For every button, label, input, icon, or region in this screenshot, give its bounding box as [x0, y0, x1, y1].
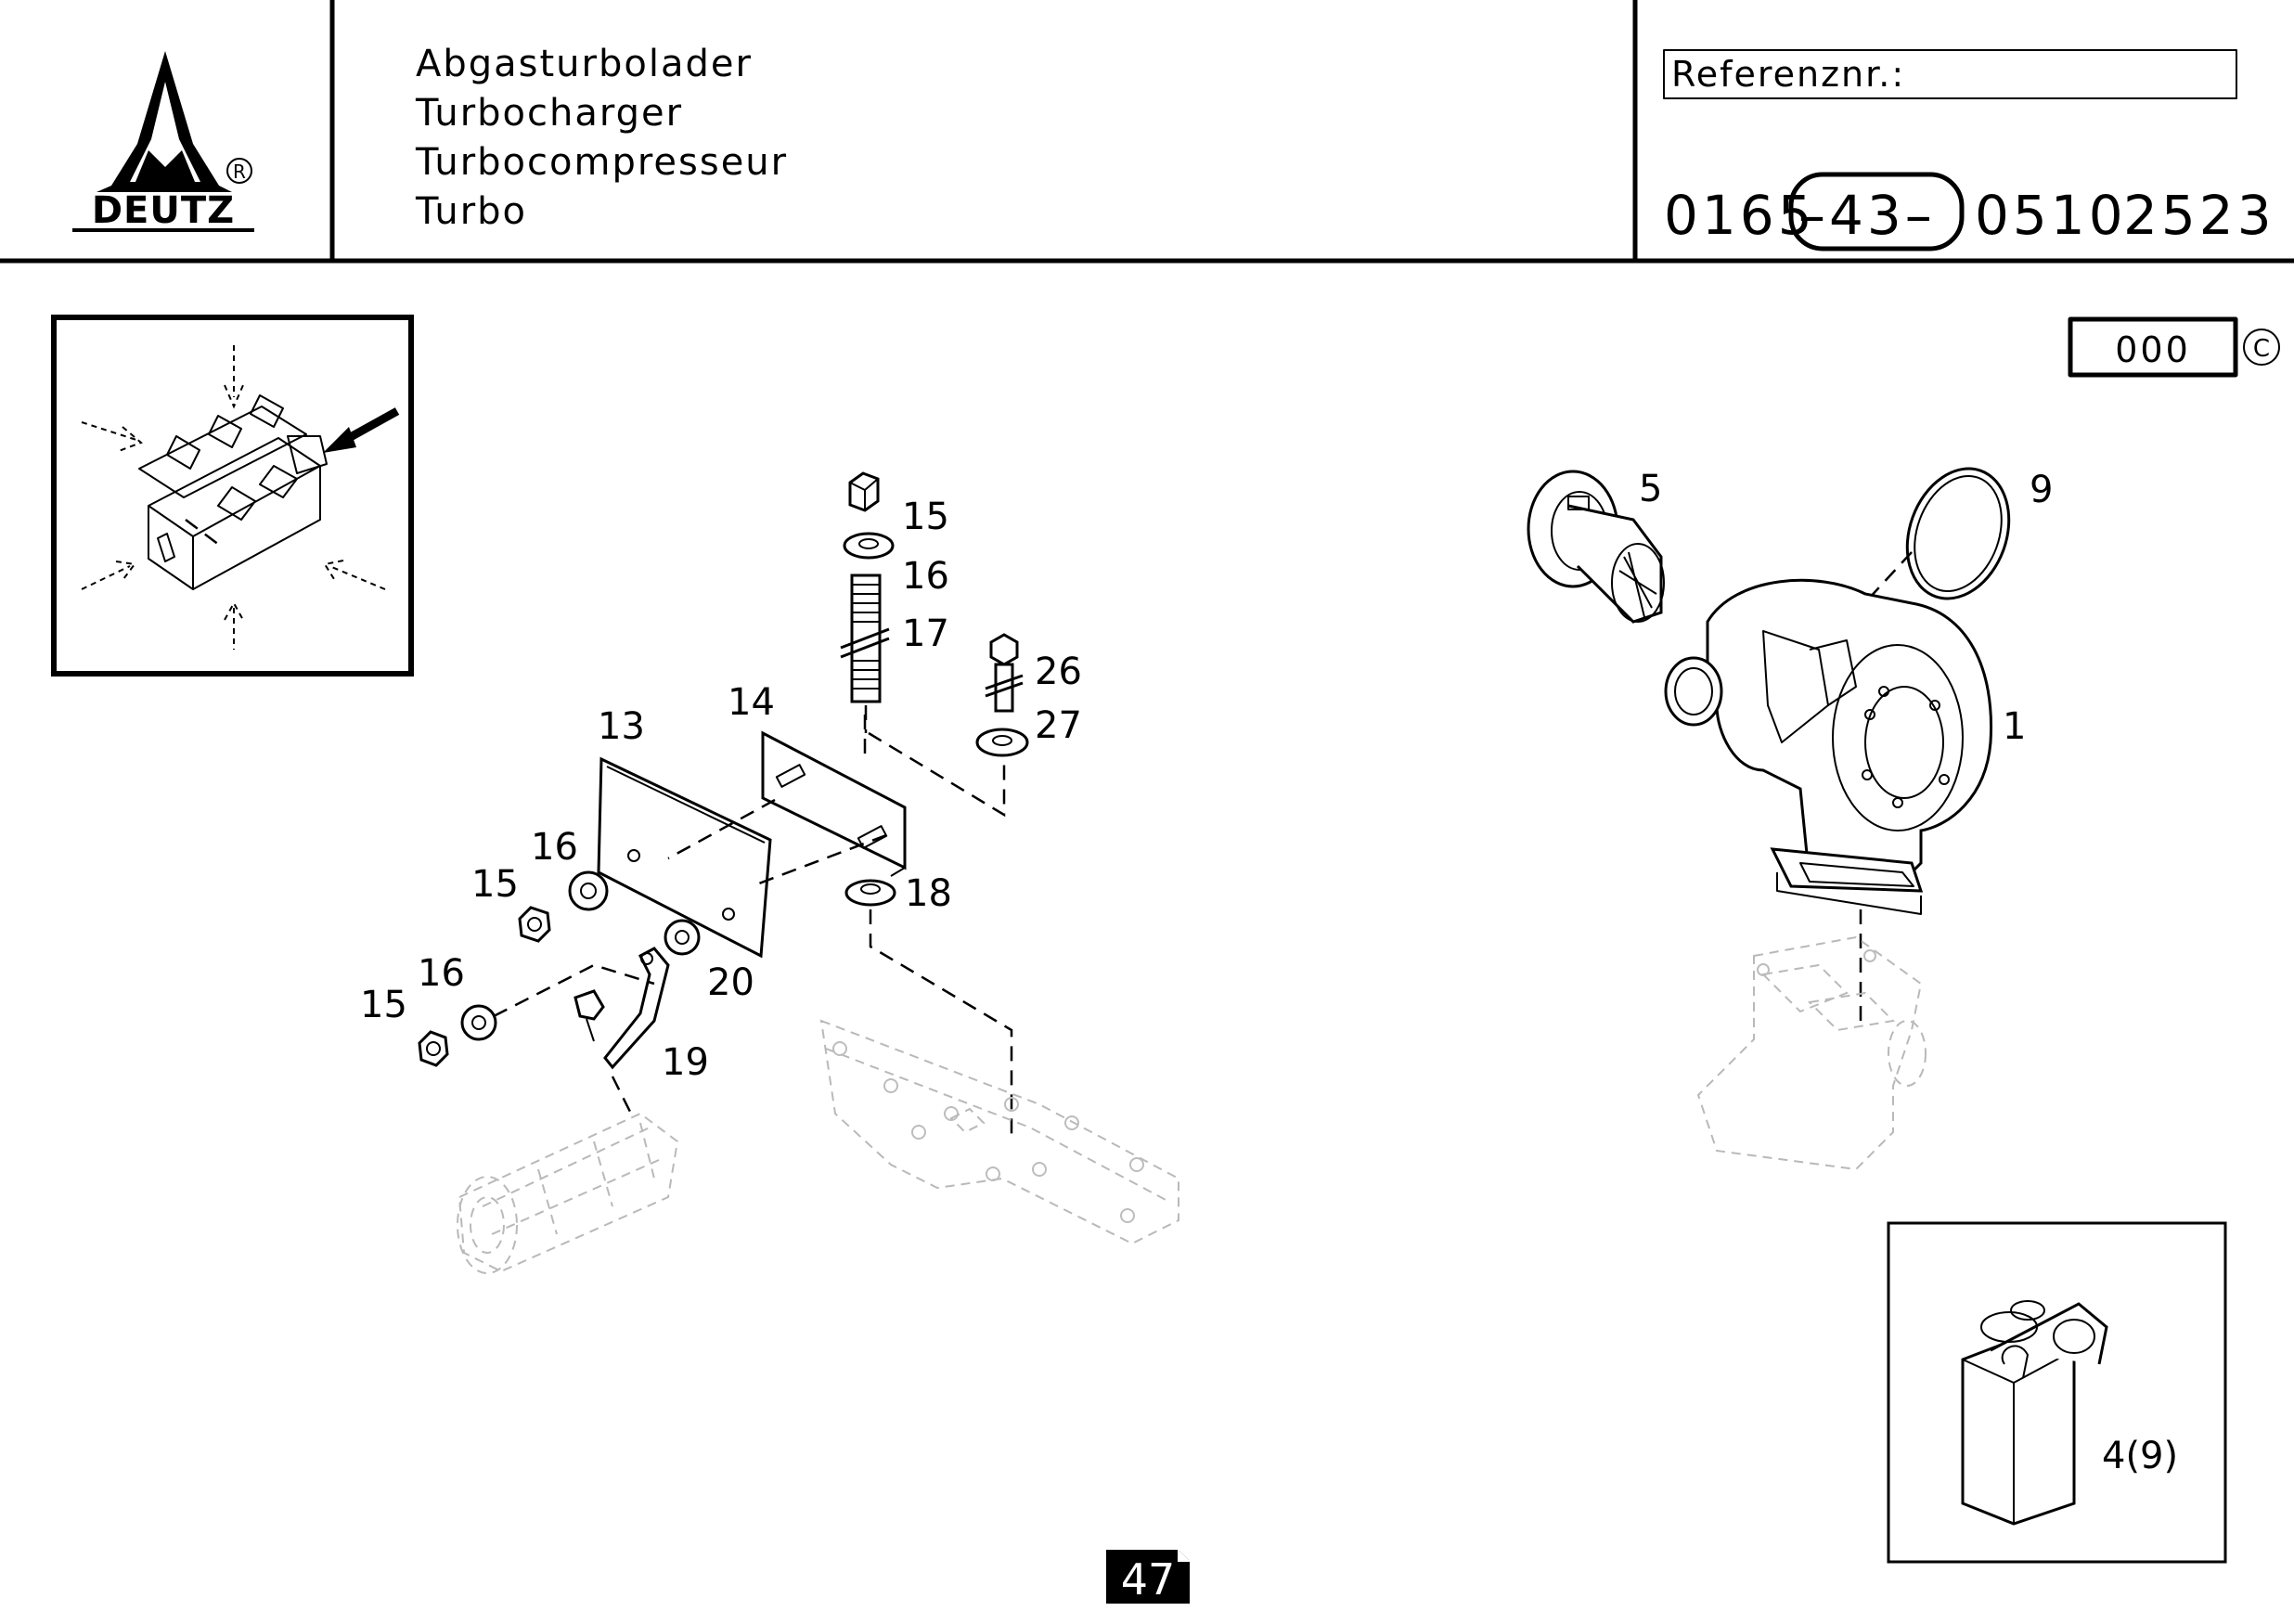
variant-box: 000 C [2068, 316, 2280, 378]
ghost-manifold-flange [819, 1019, 1179, 1245]
ref-part-3: 0510 [1975, 184, 2127, 247]
page-number-badge: 47 [1106, 1550, 1190, 1605]
callout-4-9: 4(9) [2102, 1435, 2178, 1477]
part-18-washer [844, 879, 896, 907]
reference-label: Referenznr.: [1671, 54, 1905, 95]
title-de: Abgasturbolader [416, 43, 753, 85]
part-16-washer-top [843, 532, 895, 560]
callout-15-middle: 15 [471, 863, 519, 906]
callout-5: 5 [1639, 468, 1662, 510]
callout-14: 14 [728, 681, 775, 724]
ref-part-4: 2523 [2123, 184, 2275, 247]
variant-code: 000 [2115, 329, 2191, 370]
part-20-washer [664, 919, 701, 956]
registered-mark: R [233, 161, 246, 183]
callout-16-middle: 16 [531, 826, 578, 869]
part-19-bracket [574, 947, 670, 1070]
callout-27: 27 [1035, 704, 1082, 747]
heat-shield-assembly [418, 471, 1179, 1274]
callout-16-top: 16 [902, 555, 949, 598]
gasket-kit-inset [1887, 1221, 2227, 1564]
part-16-washer-lower [460, 1004, 497, 1041]
ref-part-2: –43– [1798, 184, 1936, 247]
engine-block-icon [138, 394, 328, 590]
part-9-o-ring [1905, 467, 2011, 600]
title-en: Turbocharger [415, 92, 683, 135]
part-26-bolt [985, 633, 1024, 713]
callout-26: 26 [1035, 651, 1082, 693]
part-15-nut-lower [418, 1030, 449, 1067]
turbocharger-assembly [1527, 467, 2011, 1171]
part-15-nut-middle [518, 906, 551, 943]
title-block: Abgasturbolader Turbocharger Turbocompre… [415, 43, 788, 233]
gasket-kit-box-icon [1961, 1300, 2108, 1526]
callout-9: 9 [2030, 469, 2053, 511]
reference-block: Referenznr.: 0165 –43– 0510 2523 [1663, 49, 2275, 251]
ref-highlight-oval [1788, 172, 1965, 251]
part-1-turbocharger [1664, 578, 1993, 915]
header [0, 0, 2294, 264]
ghost-exhaust-manifold [457, 1112, 679, 1274]
engine-orientation-inset [51, 315, 414, 677]
callout-15-top: 15 [902, 496, 949, 538]
page-number: 47 [1121, 1554, 1176, 1605]
part-16-washer-middle [568, 870, 609, 911]
part-27-washer [975, 728, 1029, 757]
registered-mark-icon [226, 158, 252, 184]
callout-15-lower: 15 [360, 984, 407, 1026]
title-it: Turbo [415, 190, 527, 233]
part-17-stud [840, 574, 890, 733]
callout-16-lower: 16 [418, 952, 465, 995]
callout-18: 18 [905, 872, 952, 915]
brand-name: DEUTZ [92, 189, 235, 232]
ref-part-1: 0165 [1664, 184, 1816, 247]
copyright-icon [2243, 329, 2280, 366]
part-13-heat-shield [597, 756, 772, 959]
ghost-exhaust-elbow [1696, 935, 1927, 1171]
callout-20: 20 [707, 961, 754, 1004]
callout-19: 19 [662, 1041, 709, 1084]
callout-1: 1 [2003, 705, 2026, 748]
callout-17: 17 [902, 612, 949, 655]
copyright-symbol: C [2253, 335, 2270, 363]
part-5-core-cartridge [1527, 470, 1665, 624]
title-fr: Turbocompresseur [415, 141, 788, 184]
callouts: 5 9 1 15 16 17 26 27 14 13 16 15 18 20 1… [360, 468, 2178, 1477]
part-14-plate [761, 730, 907, 877]
part-15-nut-top [848, 471, 880, 512]
deutz-logo: DEUTZ R [72, 51, 254, 232]
callout-13: 13 [598, 705, 645, 748]
view-direction-arrow-icon [323, 427, 356, 453]
